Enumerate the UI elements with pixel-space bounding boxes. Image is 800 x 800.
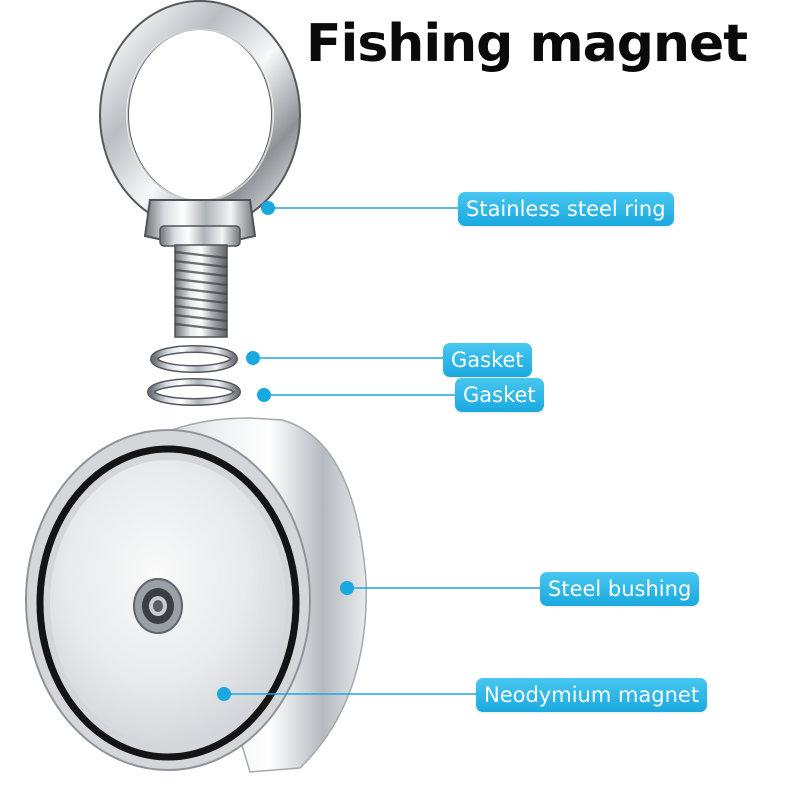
- page-title: Fishing magnet: [306, 14, 748, 74]
- gasket-upper-part: [150, 345, 238, 373]
- stainless-steel-ring-part: [99, 0, 301, 247]
- gasket-lower-part: [147, 378, 241, 406]
- label-gasket-lower: Gasket: [455, 378, 544, 412]
- threaded-shaft: [174, 244, 228, 338]
- label-neodymium-magnet: Neodymium magnet: [476, 678, 708, 712]
- callouts: [217, 201, 543, 701]
- magnet-body-part: [25, 417, 367, 773]
- label-stainless-steel-ring: Stainless steel ring: [458, 192, 674, 226]
- label-gasket-upper: Gasket: [443, 343, 532, 377]
- label-steel-bushing: Steel bushing: [540, 572, 700, 606]
